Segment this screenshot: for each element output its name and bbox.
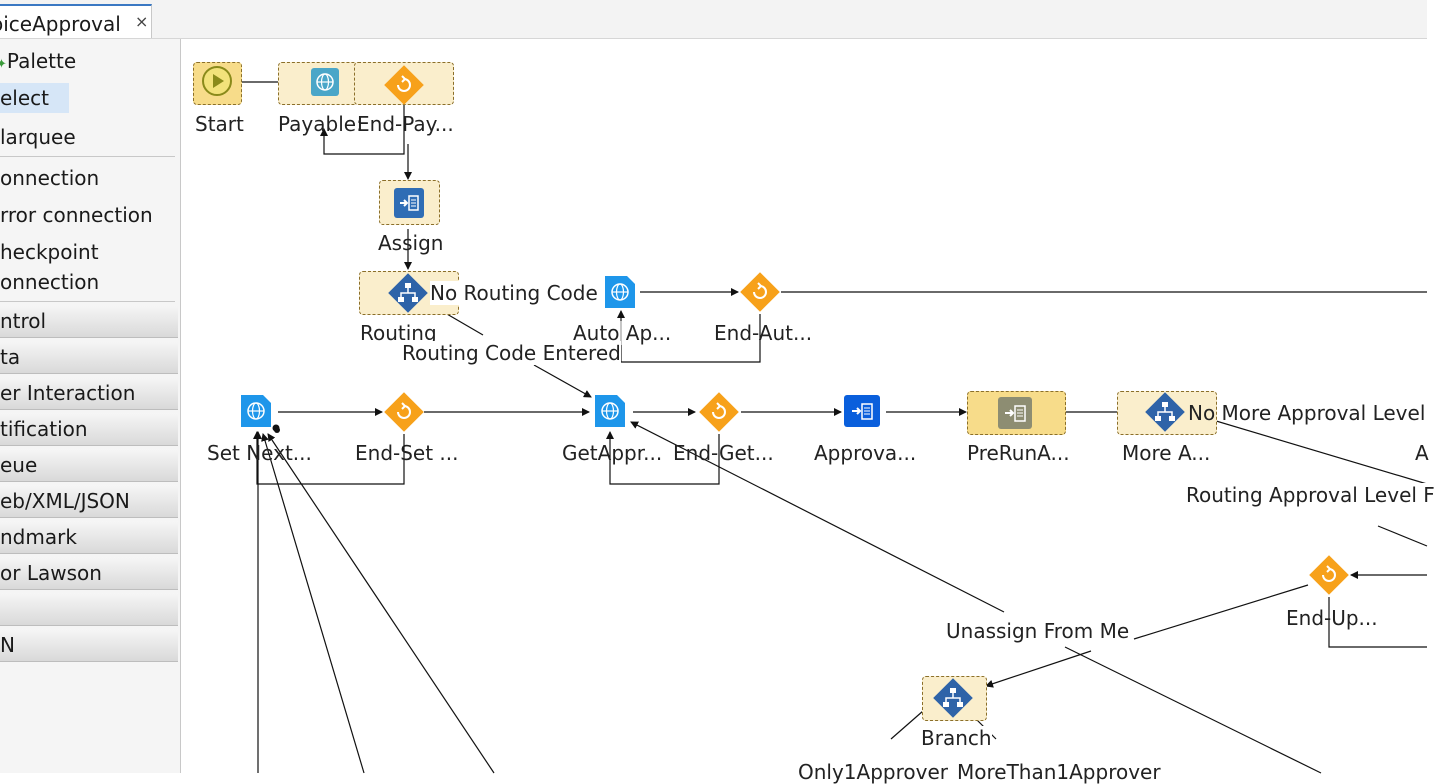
palette-divider [0, 301, 175, 302]
node-label-branch: Branch [921, 726, 992, 750]
palette-icon: ✦ [0, 57, 7, 72]
drawer-data[interactable]: ta [0, 341, 178, 374]
node-label-auto-ap: Auto Ap... [573, 321, 672, 345]
branch-icon [1145, 392, 1185, 432]
assign-icon [394, 188, 424, 218]
tab-title: oiceApproval [0, 12, 121, 36]
drawer-control[interactable]: ntrol [0, 305, 178, 338]
branch-icon [388, 273, 428, 313]
node-label-approva: Approva... [814, 441, 917, 465]
palette-panel: ✦Palette elect larquee onnection rror co… [0, 39, 181, 773]
tool-checkpoint-connection-line2[interactable]: onnection [0, 270, 100, 294]
node-label-end-aut: End-Aut... [714, 321, 813, 345]
edge-label-no-more-approval: No More Approval Level [1188, 401, 1426, 425]
edge-label-routing-approval-level: Routing Approval Level F [1186, 483, 1435, 507]
end-loop-icon [740, 272, 780, 312]
process-canvas[interactable]: Start Payable: End-Pay... Assign Routing… [181, 39, 1435, 784]
drawer-n[interactable]: N [0, 629, 178, 662]
node-label-end-pay: End-Pay... [357, 112, 454, 136]
play-icon [202, 66, 232, 96]
edge-label-unassign-from-me: Unassign From Me [946, 619, 1130, 643]
drawer-notification[interactable]: tification [0, 413, 178, 446]
node-label-payables: Payable: [278, 112, 363, 136]
close-icon[interactable]: × [135, 12, 149, 31]
branch-icon [933, 678, 973, 718]
edge-label-no-routing-code: No Routing Code [430, 281, 598, 305]
drawer-infor-lawson[interactable]: or Lawson [0, 557, 178, 590]
drawer-unnamed[interactable] [0, 593, 178, 626]
end-loop-icon [1309, 555, 1349, 595]
tab-invoice-approval[interactable]: oiceApproval × [0, 4, 152, 38]
tool-connection[interactable]: onnection [0, 166, 100, 190]
editor-tab-bar: oiceApproval × [0, 0, 1427, 39]
web-service-icon [595, 395, 625, 427]
error-marker-icon [272, 424, 280, 432]
end-loop-icon [384, 65, 424, 105]
edge-label-only1-approver: Only1Approver [798, 760, 948, 784]
tool-select[interactable]: elect [0, 83, 69, 113]
node-label-start: Start [195, 112, 244, 136]
node-label-prerun: PreRunA... [967, 441, 1070, 465]
node-label-more-a: More A... [1122, 441, 1211, 465]
tool-marquee[interactable]: larquee [0, 125, 76, 149]
edge-label-more-than1-approver: MoreThan1Approver [957, 760, 1161, 784]
web-service-icon [605, 276, 635, 308]
node-label-end-set: End-Set ... [355, 441, 459, 465]
node-label-set-next: Set Next... [207, 441, 312, 465]
web-service-icon [241, 395, 280, 433]
node-label-assign: Assign [378, 231, 444, 255]
assign-icon [844, 395, 880, 427]
assign-icon [998, 397, 1032, 429]
connection-lines [241, 78, 1428, 774]
node-label-end-up: End-Up... [1286, 606, 1378, 630]
edge-label-routing-code-entered: Routing Code Entered [402, 341, 621, 365]
end-loop-icon [699, 392, 739, 432]
tool-error-connection[interactable]: rror connection [0, 203, 153, 227]
drawer-user-interaction[interactable]: er Interaction [0, 377, 178, 410]
palette-divider [0, 156, 175, 157]
tool-checkpoint-connection[interactable]: heckpoint [0, 240, 99, 264]
node-label-cut-a: A [1415, 441, 1429, 465]
node-label-routing: Routing [360, 321, 437, 345]
node-label-end-get: End-Get... [673, 441, 774, 465]
node-label-get-appr: GetAppr... [562, 441, 663, 465]
drawer-web-xml-json[interactable]: eb/XML/JSON [0, 485, 178, 518]
palette-header[interactable]: ✦Palette [0, 46, 76, 76]
drawer-landmark[interactable]: ndmark [0, 521, 178, 554]
drawer-queue[interactable]: eue [0, 449, 178, 482]
end-loop-icon [384, 392, 424, 432]
web-service-icon [311, 68, 339, 96]
